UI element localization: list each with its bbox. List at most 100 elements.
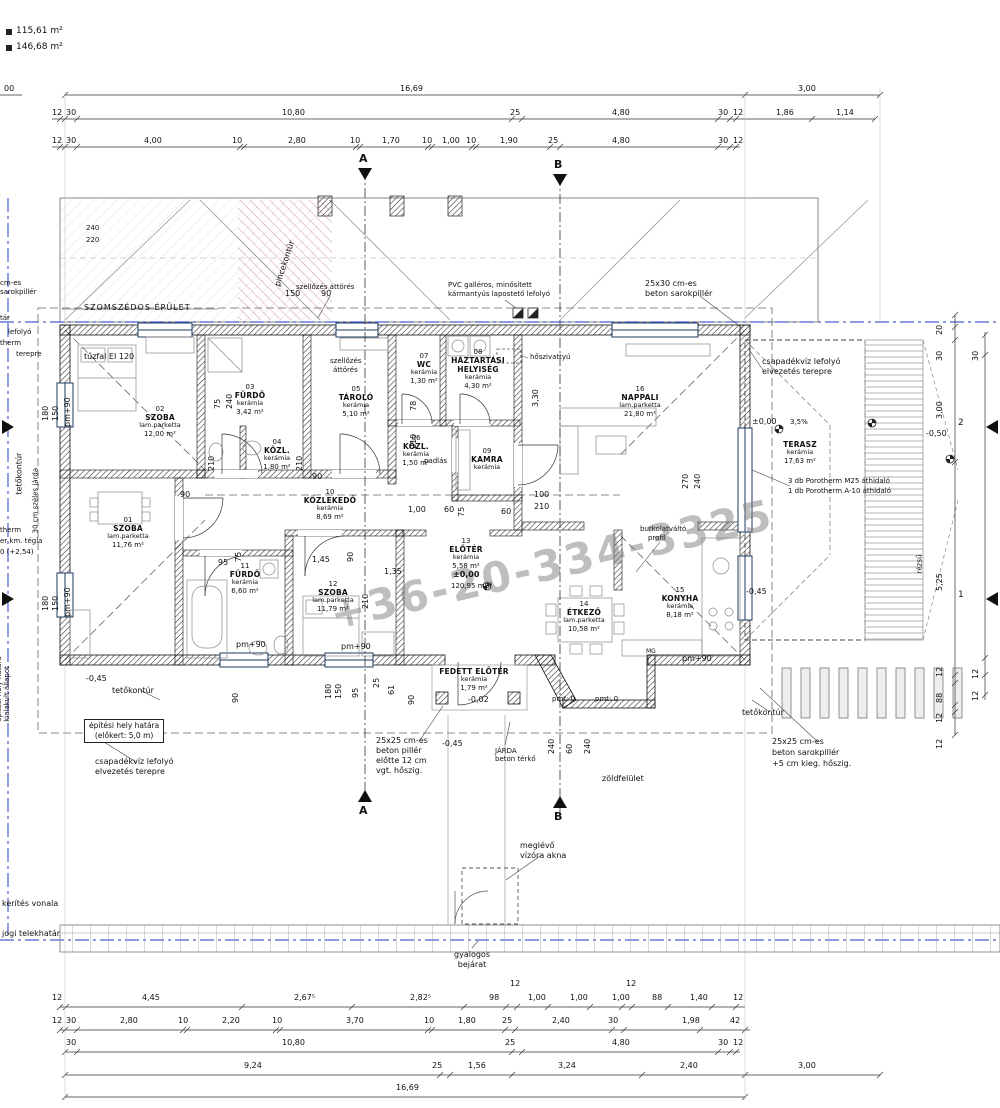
dim-label: 180 [41, 405, 50, 421]
dim-label: 30 [66, 136, 77, 145]
note-cut-therm-top: therm [0, 339, 22, 347]
note-neighbor-building: SZOMSZÉDOS ÉPÜLET [84, 303, 191, 312]
dim-label: 12 [733, 108, 744, 117]
dim-label: 1,90 [500, 136, 518, 145]
dim-label: 12 [733, 1038, 744, 1047]
note-pillar-1: 25x25 cm-es [376, 736, 428, 745]
dim-label: 16,69 [400, 84, 423, 93]
room-name: FEDETT ELŐTÉR [439, 667, 509, 676]
dim-label: 30 [608, 1016, 619, 1025]
dim-label: 30 [718, 1038, 729, 1047]
room-material: kerámia [236, 399, 264, 408]
room-number: 11 [240, 562, 250, 570]
note-porotherm-2: 1 db Porotherm A-10 áthidaló [788, 487, 892, 495]
room-material: kerámia [410, 368, 438, 377]
level-minus045-center: -0,45 [442, 739, 463, 748]
room-name: TÁROLÓ [338, 393, 374, 403]
room-material: kerámia [316, 504, 344, 513]
dim-label: 150 [51, 405, 60, 421]
note-corner-column-25x30-1: 25x30 cm-es [645, 279, 697, 288]
roof-drain-symbols [512, 307, 539, 319]
dim-label: 2,40 [680, 1061, 698, 1070]
dim-label: 210 [361, 593, 370, 609]
dim-label: 12 [971, 690, 980, 701]
dim-label: 00 [4, 84, 15, 93]
dim-label: 10,80 [282, 108, 305, 117]
room-material: kerámia [452, 553, 480, 562]
dim-label: pm+90 [63, 587, 72, 617]
dim-label: 78 [409, 400, 418, 411]
dim-label: 2,80 [120, 1016, 138, 1025]
note-cut-lefolyo: lefolyó [8, 328, 32, 336]
room-name: ÉTKEZŐ [566, 608, 602, 618]
note-legal-boundary: jogi telekhatár [2, 929, 61, 938]
note-roof-contour-br: tetőkontúr [742, 708, 784, 717]
dimension-lines [0, 91, 989, 1101]
room-area: 1,50 m² [402, 459, 430, 468]
room-number: 06 [411, 434, 421, 442]
room-name: TERASZ [783, 440, 817, 449]
level-zero-main: ±0,00 [453, 570, 480, 579]
note-cut-tar: tár [0, 314, 10, 322]
dim-label: 75 [457, 506, 466, 517]
area-marker-icon [6, 29, 12, 35]
room-name: FÜRDŐ [234, 391, 266, 401]
dim-label: pm+90 [236, 640, 266, 649]
note-drain-right-2: elvezetés terepre [762, 367, 832, 376]
note-corner-column-25x25-2: beton sarokpillér [772, 748, 840, 757]
room-area: 4,30 m² [464, 382, 492, 391]
note-sidewalk-1: JÁRDA [495, 747, 517, 755]
room-area: 8,18 m² [666, 611, 694, 620]
room-number: 08 [473, 348, 483, 356]
room-area: 5,58 m² [452, 562, 480, 571]
note-roof-contour-bl: tetőkontúr [112, 686, 154, 695]
dim-label: 1,86 [776, 108, 794, 117]
level-minus002: -0,02 [468, 695, 489, 704]
dim-label: 25 [548, 136, 559, 145]
dim-label: 16,69 [396, 1083, 419, 1092]
note-cut-terepre: terepre [16, 350, 42, 358]
dim-label: 12 [52, 136, 63, 145]
room-name: KÖZL. [264, 446, 290, 456]
dim-label: 10 [466, 136, 477, 145]
dim-label: 240 [693, 473, 702, 489]
elevation-mark-1: 1 [958, 590, 964, 600]
note-cut-tegla: er km. tégla [0, 537, 43, 545]
room-material: kerámia [786, 448, 814, 456]
room-material: kerámia [263, 454, 291, 463]
dim-label: 25 [510, 108, 521, 117]
dim-label: 75 [234, 551, 243, 562]
furniture [69, 335, 741, 711]
room-area: 17,63 m² [784, 456, 816, 465]
note-sidewalk-2: beton térkő [495, 755, 536, 763]
dim-label: 10 [232, 136, 243, 145]
note-pillar-4: vgt. hőszig. [376, 766, 423, 775]
dim-label: 12 [935, 738, 944, 749]
dim-label: 12 [52, 108, 63, 117]
room-number: 13 [461, 537, 471, 545]
room-material: kerámia [464, 373, 492, 382]
garden-bars [781, 667, 963, 719]
interior-walls [59, 334, 743, 666]
dim-label: 3,00 [798, 84, 816, 93]
dim-label: 90 [231, 692, 240, 703]
room-area: 6,60 m² [231, 587, 259, 596]
build-limit-line1: építési hely határa [89, 721, 160, 730]
room-name: KAMRA [471, 455, 503, 465]
dim-label: 1,00 [570, 993, 588, 1002]
dim-label: 25 [502, 1016, 513, 1025]
dim-label: 4,80 [612, 1038, 630, 1047]
dim-label: 61 [387, 684, 396, 695]
dim-label: 30 [718, 136, 729, 145]
room-name: SZOBA [113, 524, 143, 534]
room-number: 02 [155, 405, 165, 413]
dim-label: 150 [51, 595, 60, 611]
